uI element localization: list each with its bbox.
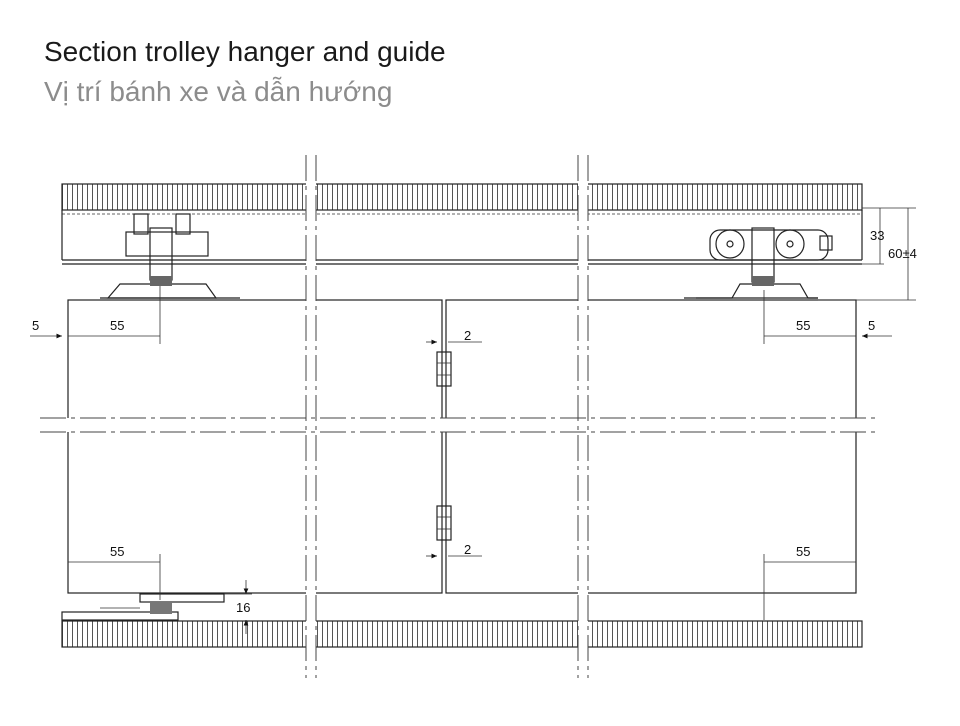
dim-left-gap: 5: [32, 318, 39, 333]
page-subtitle: Vị trí bánh xe và dẫn hướng: [44, 76, 393, 107]
left-trolley-hanger: [100, 213, 240, 299]
dim-top-right-offset: 55: [796, 318, 810, 333]
dim-hinge-gap-top: 2: [464, 328, 471, 343]
dim-hanger-height: 60±4: [888, 246, 917, 261]
door-panel-right: [445, 299, 857, 594]
bottom-guide: [61, 593, 225, 621]
dim-right-gap: 5: [868, 318, 875, 333]
dim-guide-height: 16: [236, 600, 250, 615]
hinge-bottom: [436, 505, 452, 541]
dim-top-left-offset: 55: [110, 318, 124, 333]
door-panel-left: [67, 299, 443, 594]
dimension-lines: [30, 207, 916, 634]
dim-bottom-left-offset: 55: [110, 544, 124, 559]
dim-track-height: 33: [870, 228, 884, 243]
dim-bottom-right-offset: 55: [796, 544, 810, 559]
right-trolley-hanger: [684, 227, 833, 299]
break-lines: [40, 150, 880, 680]
page-title: Section trolley hanger and guide: [44, 36, 446, 67]
hinge-top: [436, 351, 452, 387]
bottom-track: [61, 620, 863, 648]
dim-hinge-gap-bottom: 2: [464, 542, 471, 557]
